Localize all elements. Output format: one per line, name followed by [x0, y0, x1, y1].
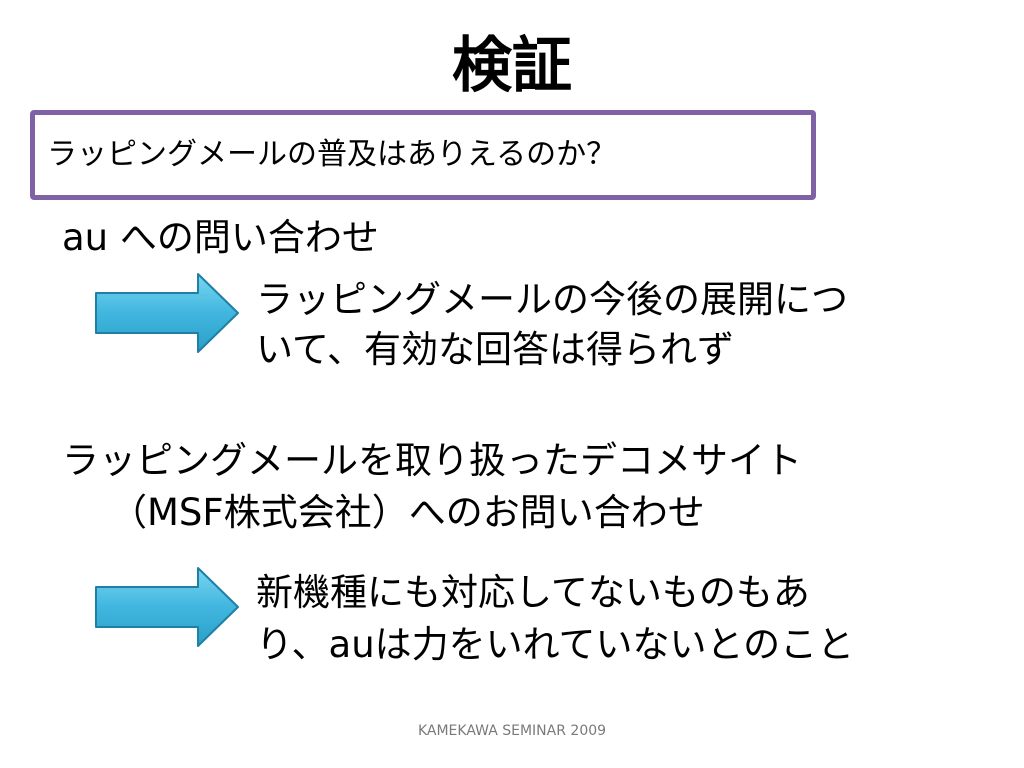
section2-result-line2: り、auは力をいれていないとのこと — [256, 623, 855, 666]
slide-footer: KAMEKAWA SEMINAR 2009 — [417, 723, 607, 739]
slide-title: 検証 — [452, 31, 572, 101]
right-arrow-icon — [95, 273, 239, 353]
section2-heading-line2: （MSF株式会社）へのお問い合わせ — [110, 491, 705, 534]
question-box: ラッピングメールの普及はありえるのか？ — [30, 110, 816, 200]
section2-result-line1: 新機種にも対応してないものもあ — [256, 571, 810, 614]
section2-heading-line1: ラッピングメールを取り扱ったデコメサイト — [62, 439, 802, 482]
right-arrow-icon — [95, 567, 239, 647]
section1-result-line2: いて、有効な回答は得られず — [256, 328, 735, 371]
section1-result-line1: ラッピングメールの今後の展開につ — [256, 278, 848, 321]
section1-heading: au への問い合わせ — [62, 216, 379, 259]
question-text: ラッピングメールの普及はありえるのか？ — [47, 137, 617, 172]
